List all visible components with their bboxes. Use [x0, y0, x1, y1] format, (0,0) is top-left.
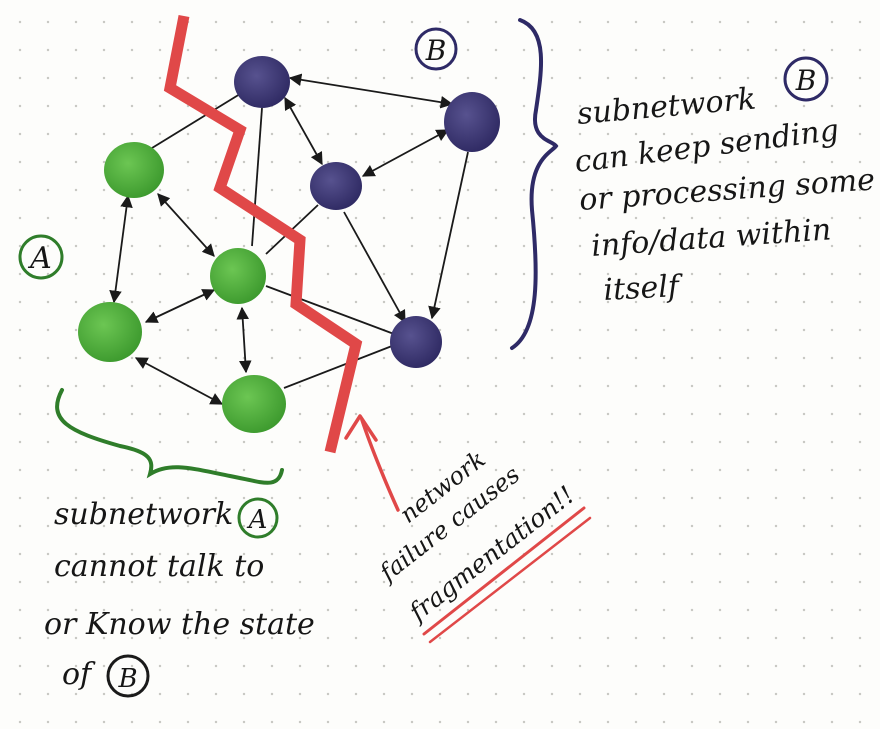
brace-b [510, 18, 559, 350]
node-green-3 [210, 248, 266, 304]
note-a-badge-b: B [117, 664, 137, 694]
node-purple-4 [390, 316, 442, 368]
edge-g1-g2 [109, 194, 133, 304]
edge-b1-g1 [151, 93, 241, 149]
purple-nodes [234, 56, 500, 368]
note-a-badge: A [247, 505, 268, 535]
green-nodes [78, 142, 286, 433]
edge-b1-b3 [284, 96, 323, 166]
note-a-line-4: of [62, 657, 96, 692]
failure-arrow-head [344, 414, 378, 442]
edge-g3-g4 [236, 306, 252, 374]
failure-arrow [360, 418, 400, 512]
node-purple-2 [444, 92, 500, 152]
group-a-label: A [18, 234, 64, 280]
node-green-2 [78, 302, 142, 362]
note-b-line-4: info/data within [590, 212, 832, 264]
edge-b3-b4 [343, 211, 406, 324]
note-a-line-2: cannot talk to [54, 549, 264, 584]
subnetwork-a-note: subnetwork A cannot talk to or Know the … [44, 497, 315, 698]
edge-g1-g3 [157, 193, 215, 257]
note-b-line-5: itself [603, 269, 685, 308]
note-b-badge: B [795, 64, 817, 97]
edge-b2-b4 [428, 151, 469, 320]
edge-g2-g3 [144, 289, 216, 323]
edge-g4-b4 [283, 345, 393, 389]
subnetwork-b-note: subnetwork B can keep sending or process… [573, 56, 876, 308]
failure-underline-2 [428, 516, 592, 644]
note-a-line-3: or Know the state [44, 607, 315, 642]
edge-b1-b2 [288, 73, 454, 109]
group-b-label: B [414, 27, 458, 71]
network-split-line [163, 14, 363, 454]
edge-b2-b3 [361, 129, 450, 177]
edge-g2-g4 [134, 357, 224, 405]
edge-g3-b4 [265, 285, 395, 335]
failure-underline-1 [422, 506, 586, 636]
edge-b1-g3 [251, 107, 263, 247]
brace-a [55, 388, 284, 485]
failure-note: network failure causes fragmentation!! [344, 414, 592, 644]
group-b-letter: B [425, 34, 447, 67]
node-purple-3 [310, 162, 362, 210]
group-a-letter: A [27, 241, 52, 276]
node-purple-1 [234, 56, 290, 108]
note-a-line-1: subnetwork [54, 497, 233, 532]
node-green-1 [104, 142, 164, 198]
note-b-line-1: subnetwork [576, 81, 758, 131]
node-green-4 [222, 375, 286, 433]
